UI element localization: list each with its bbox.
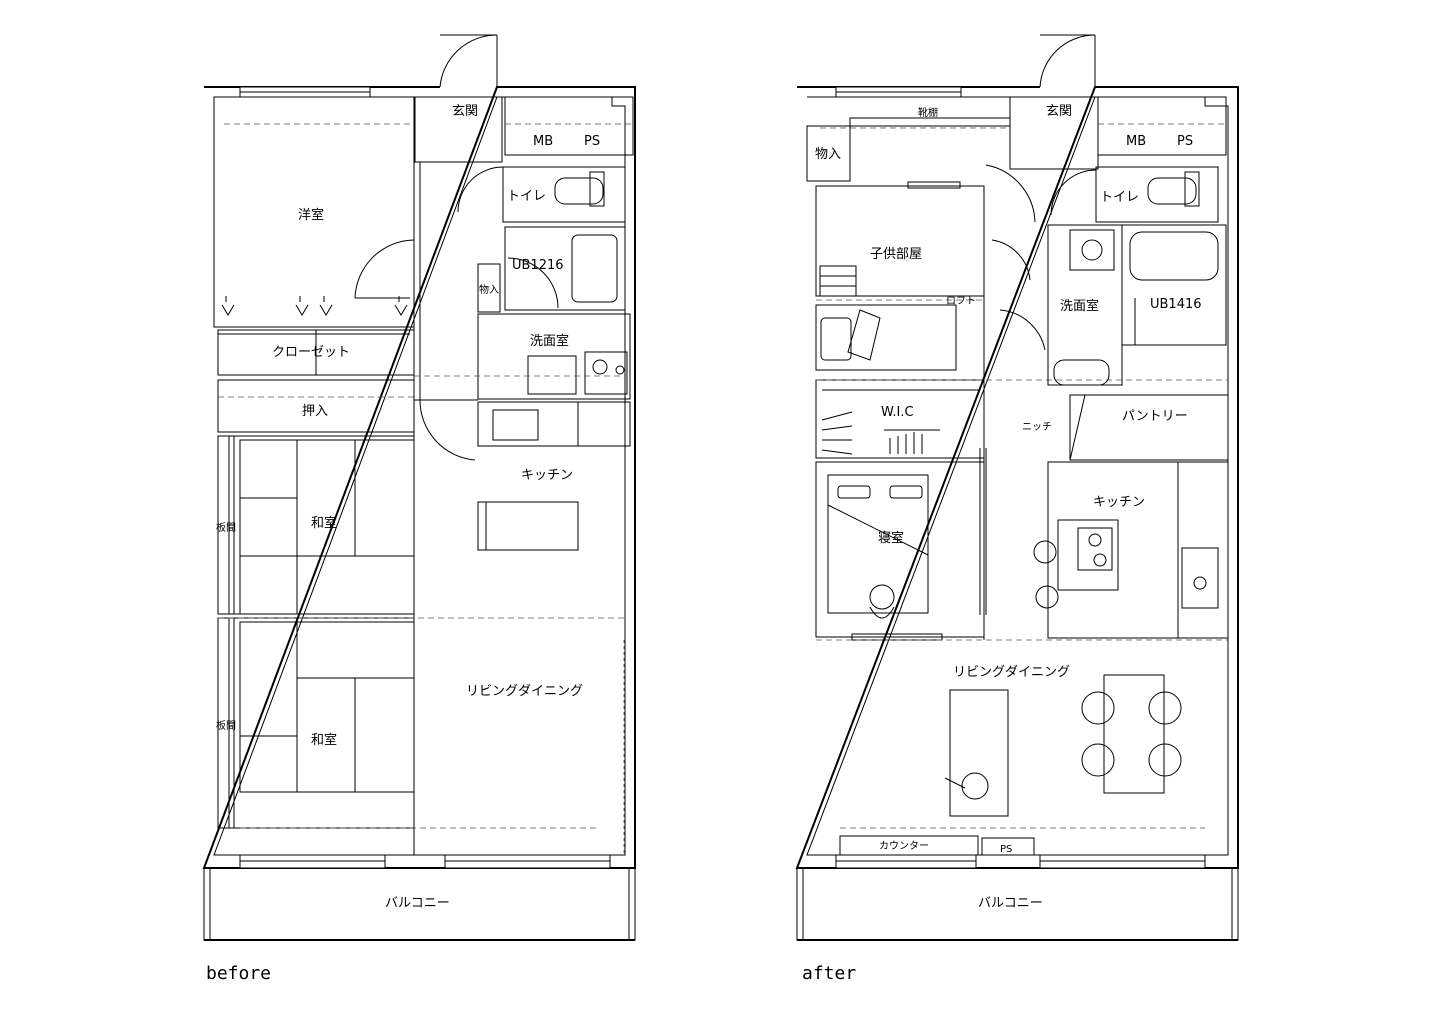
- before-washitsu2-label: 和室: [311, 732, 337, 748]
- before-mb-label: MB: [533, 134, 553, 149]
- after-pantry-label: パントリー: [1122, 409, 1188, 424]
- after-senmen-label: 洗面室: [1060, 298, 1099, 314]
- after-shinshitsu-label: 寝室: [878, 530, 904, 546]
- after-kutsubako-label: 靴棚: [918, 106, 938, 119]
- after-plan: 靴棚 玄関 MB PS 物入 トイレ 子供部屋 ロフト 洗面室 UB1416 W…: [795, 34, 1239, 984]
- after-toilet-label: トイレ: [1100, 190, 1139, 205]
- before-ub-label: UB1216: [512, 258, 564, 273]
- before-caption: before: [206, 963, 271, 984]
- before-itama2-label: 板間: [216, 719, 236, 732]
- before-ps-label: PS: [584, 134, 600, 149]
- before-kitchen-label: キッチン: [521, 468, 573, 483]
- after-counter-label: カウンター: [879, 840, 929, 852]
- before-monoire-label: 物入: [479, 283, 499, 296]
- after-kitchen-label: キッチン: [1093, 495, 1145, 510]
- before-living-label: リビングダイニング: [466, 684, 583, 699]
- before-toilet-label: トイレ: [507, 189, 546, 204]
- after-ps2-label: PS: [1000, 844, 1012, 855]
- before-oshiire-label: 押入: [302, 404, 328, 419]
- before-itama1-label: 板間: [216, 521, 236, 534]
- after-caption: after: [802, 963, 856, 984]
- before-washitsu1-label: 和室: [311, 515, 337, 531]
- after-mb-label: MB: [1126, 134, 1146, 149]
- before-balcony-label: バルコニー: [385, 896, 450, 911]
- before-closet-label: クローゼット: [272, 345, 350, 360]
- before-senmen-label: 洗面室: [530, 333, 569, 349]
- after-niche-label: ニッチ: [1022, 421, 1052, 433]
- after-living-label: リビングダイニング: [953, 665, 1070, 680]
- after-monoire-label: 物入: [815, 147, 841, 162]
- after-loft-label: ロフト: [946, 296, 976, 307]
- after-kodomo-label: 子供部屋: [870, 247, 922, 262]
- after-wic-label: W.I.C: [881, 405, 914, 420]
- before-yoshitsu-label: 洋室: [298, 207, 324, 223]
- after-balcony-label: バルコニー: [978, 896, 1043, 911]
- before-genkan-label: 玄関: [452, 104, 478, 119]
- before-plan: 玄関 MB PS トイレ 洋室 UB1216 物入 洗面室 クローゼット 押入 …: [202, 34, 636, 984]
- after-ub-label: UB1416: [1150, 297, 1202, 312]
- after-ps-label: PS: [1177, 134, 1193, 149]
- after-genkan-label: 玄関: [1046, 104, 1072, 119]
